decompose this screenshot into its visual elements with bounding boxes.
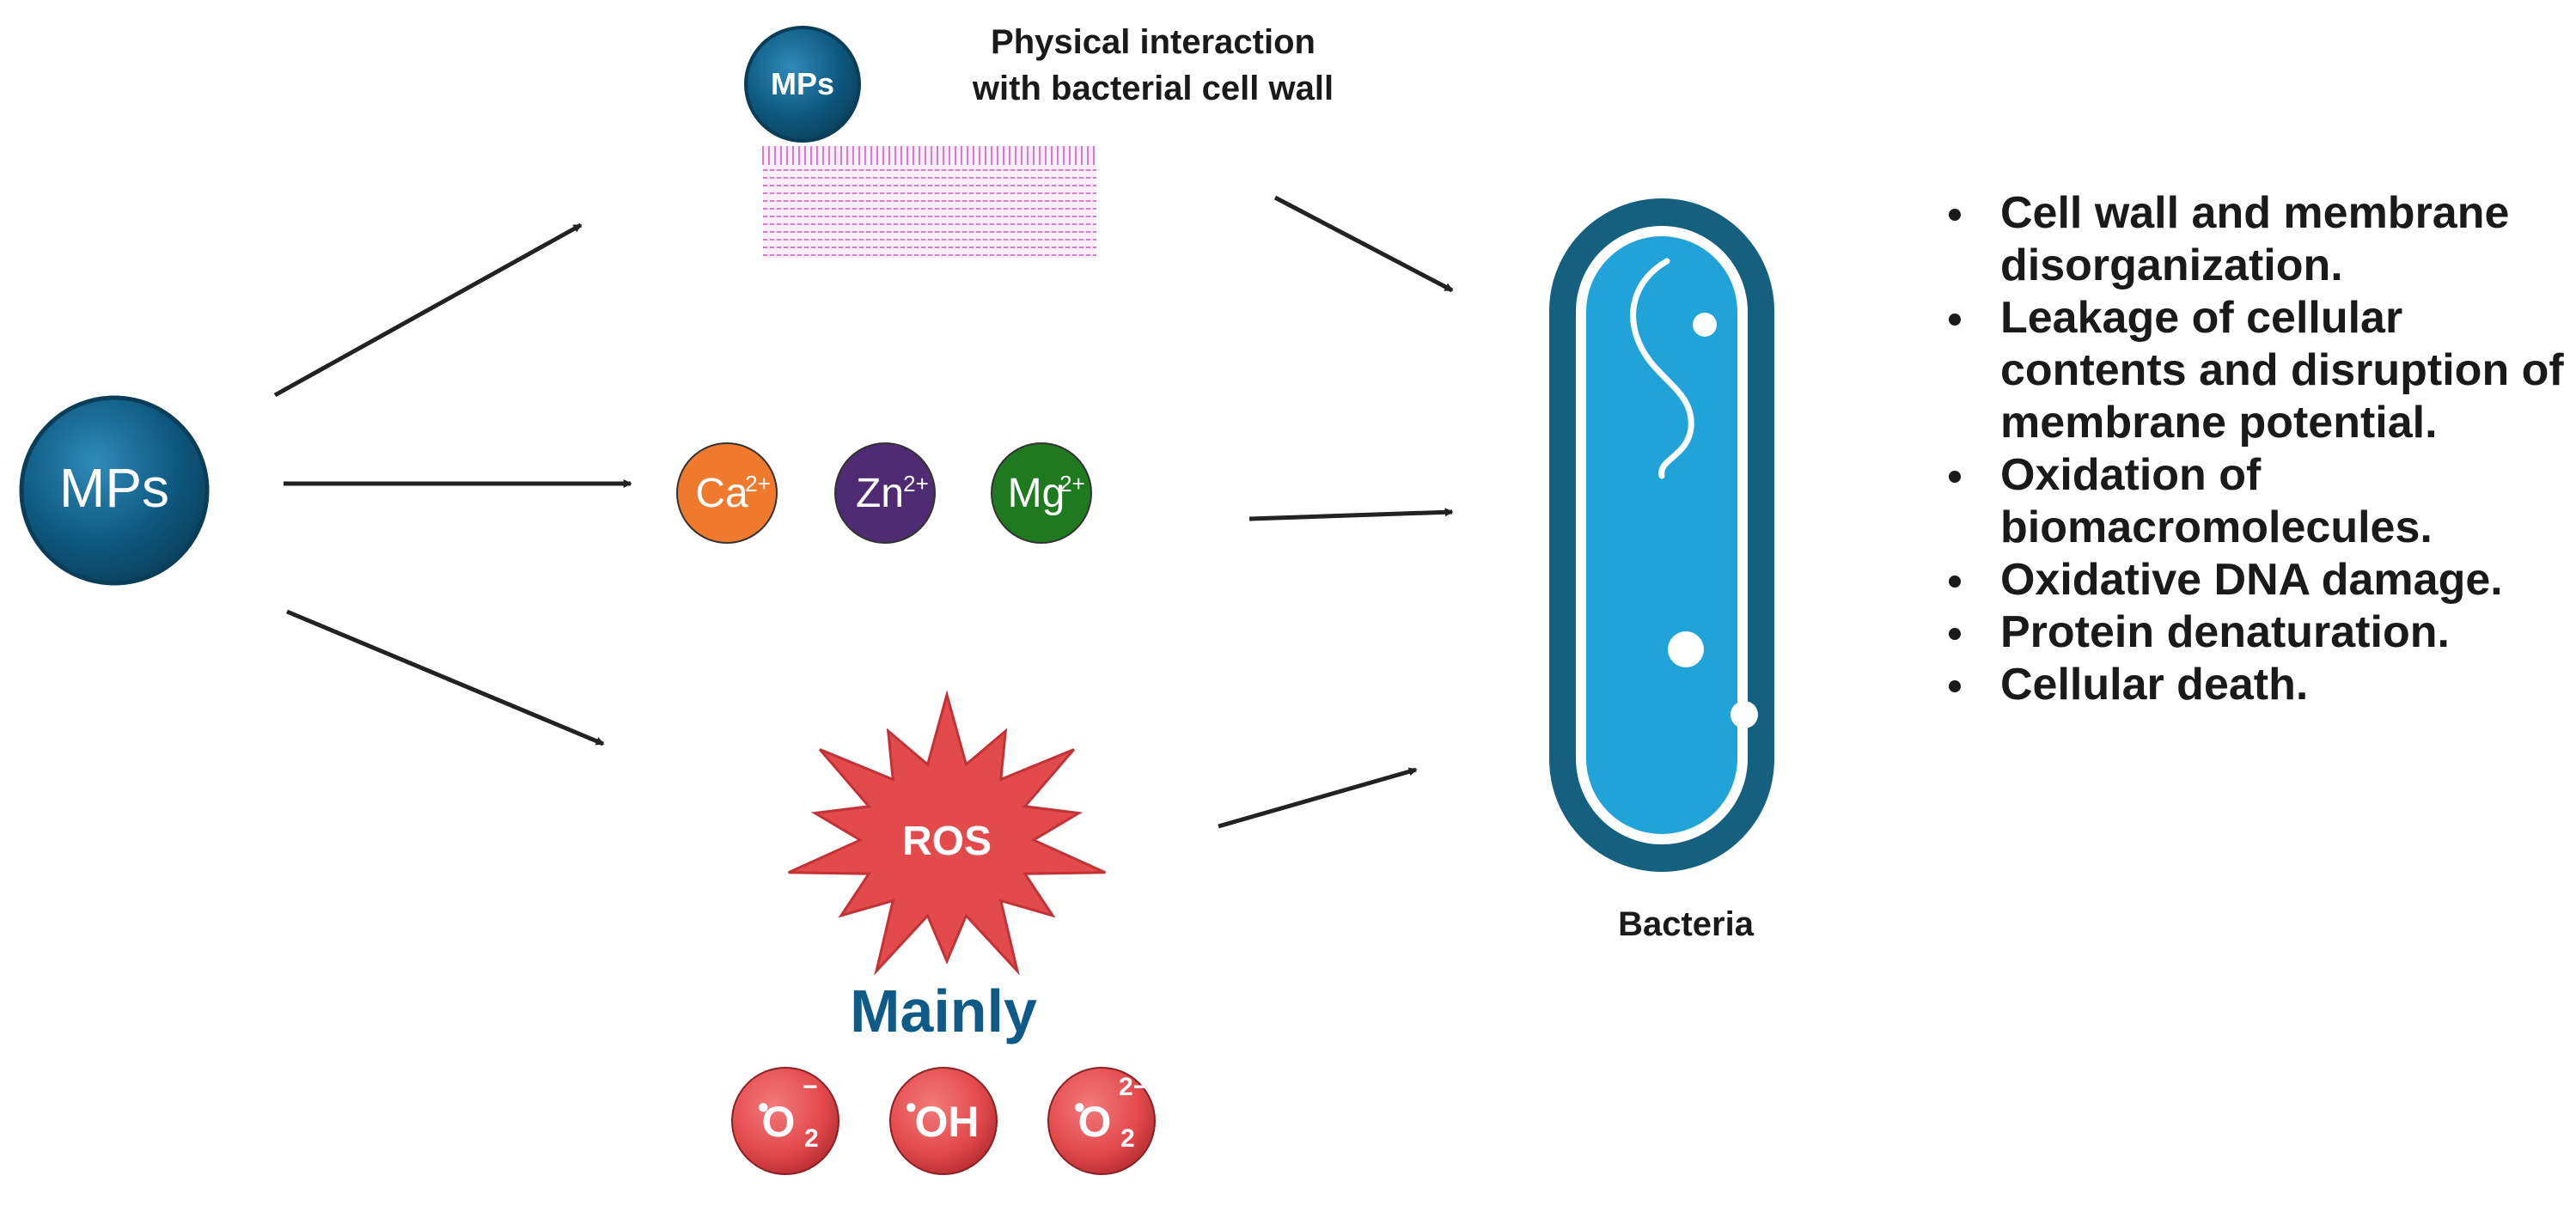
arrow-to-cell-wall (273, 222, 583, 398)
ion-label: Ca (695, 471, 748, 516)
effect-text: Oxidative DNA damage. (2000, 555, 2503, 605)
radical-formula: O (1078, 1098, 1112, 1146)
radical-dot: • (1074, 1089, 1085, 1124)
granule (1693, 313, 1717, 337)
bullet-icon (1949, 209, 1961, 221)
arrow-ions-to-bacteria (1248, 508, 1454, 521)
radical-subscript: 2 (804, 1124, 819, 1153)
mps-nanoparticle: MPs (19, 395, 210, 586)
ion-label: Zn (856, 471, 904, 516)
effect-text: Leakage of cellular contents and disrupt… (2000, 293, 2564, 448)
effect-item: Cell wall and membrane disorganization. (1916, 187, 2569, 292)
arrow-to-ros (286, 609, 605, 746)
radical-superscript: − (803, 1073, 818, 1101)
effect-text: Protein denaturation. (2000, 607, 2450, 657)
ion-mg: Mg2+ (991, 442, 1092, 544)
granule (1731, 701, 1758, 728)
bullet-icon (1949, 314, 1961, 326)
granule (1668, 631, 1704, 667)
effect-item: Oxidation of biomacromolecules. (1916, 449, 2569, 554)
bullet-icon (1949, 628, 1961, 640)
effects-list: Cell wall and membrane disorganization.L… (1916, 187, 2569, 711)
ion-charge: 2+ (1059, 471, 1085, 496)
ion-label: Mg (1008, 471, 1065, 516)
radical-formula: OH (915, 1098, 980, 1146)
physical-interaction-line2: with bacterial cell wall (972, 70, 1334, 107)
mps-small-nanoparticle: MPs (744, 26, 861, 143)
ion-charge: 2+ (903, 471, 929, 496)
dna-strand (1630, 258, 1694, 479)
radical-superscript: 2− (1119, 1073, 1148, 1101)
mps-small-label: MPs (771, 66, 834, 101)
physical-interaction-line1: Physical interaction (991, 23, 1315, 61)
bacterial-cell-wall (762, 146, 1096, 258)
radical-dot: • (758, 1089, 769, 1124)
arrows (273, 195, 1454, 829)
bacteria-label: Bacteria (1618, 905, 1755, 943)
ion-charge: 2+ (745, 471, 771, 496)
radical-formula: O (762, 1098, 796, 1146)
ros-burst: ROS (788, 690, 1106, 976)
radical-dot: • (906, 1089, 917, 1124)
effect-item: Leakage of cellular contents and disrupt… (1916, 292, 2569, 449)
bacterium-illustration (1549, 198, 1774, 872)
ros-label: ROS (902, 819, 992, 864)
effect-item: Cellular death. (1916, 659, 2569, 711)
arrow-ros-to-bacteria (1218, 767, 1418, 829)
mps-label: MPs (59, 457, 169, 519)
bullet-icon (1949, 471, 1961, 483)
bullet-icon (1949, 576, 1961, 588)
bullet-icon (1949, 680, 1961, 692)
mainly-label: Mainly (850, 978, 1037, 1045)
effect-item: Oxidative DNA damage. (1916, 554, 2569, 606)
effect-text: Cell wall and membrane disorganization. (2000, 188, 2510, 290)
ion-ca: Ca2+ (676, 442, 778, 544)
effect-text: Oxidation of biomacromolecules. (2000, 450, 2433, 552)
arrow-cell-wall-to-bacteria (1273, 195, 1454, 293)
effect-item: Protein denaturation. (1916, 606, 2569, 659)
effect-text: Cellular death. (2000, 660, 2309, 710)
radical-2: •OH (889, 1067, 998, 1175)
radical-subscript: 2 (1120, 1124, 1135, 1153)
